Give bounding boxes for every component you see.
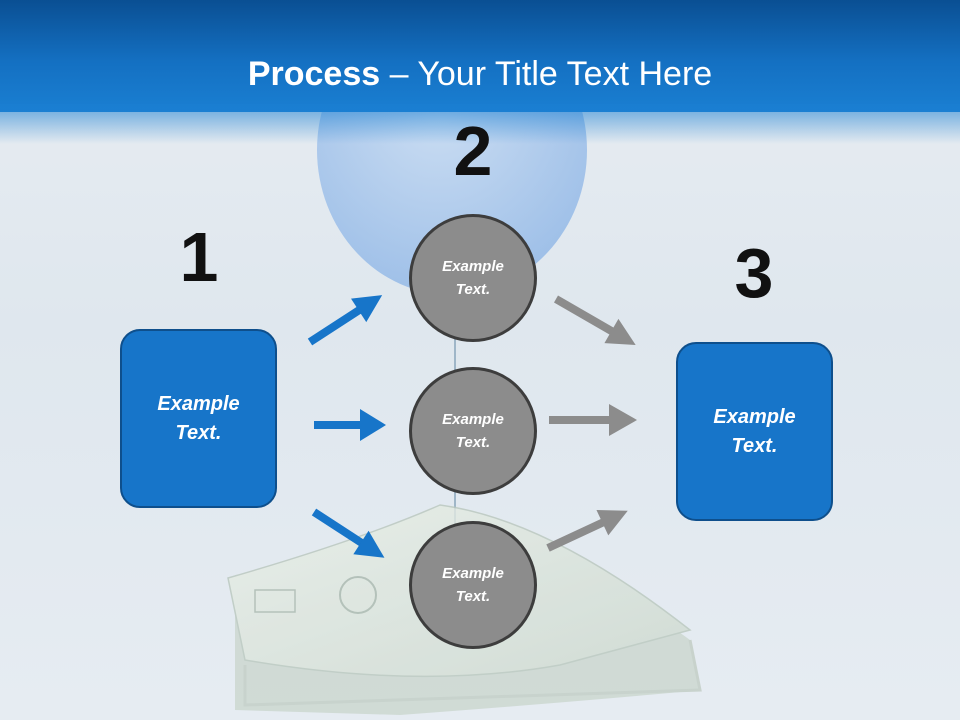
- gray-arrow-right: [549, 404, 637, 436]
- right-box-label: Example Text.: [713, 405, 796, 457]
- circle-label: Example Text.: [442, 411, 504, 451]
- left-process-box: Example Text.: [120, 329, 277, 508]
- blue-arrow-up: [307, 295, 383, 346]
- process-circle-top: Example Text.: [409, 214, 537, 342]
- process-circle-bottom: Example Text.: [409, 521, 537, 649]
- slide-title: Process – Your Title Text Here: [0, 54, 960, 94]
- header-band: [0, 0, 960, 112]
- left-box-label: Example Text.: [157, 392, 240, 444]
- circle-label: Example Text.: [442, 258, 504, 298]
- step-number-3: 3: [734, 234, 774, 312]
- gray-arrow-down: [554, 295, 636, 345]
- process-circle-middle: Example Text.: [409, 367, 537, 495]
- blue-arrow-right: [314, 409, 386, 441]
- header-fade: [0, 104, 960, 144]
- circle-label: Example Text.: [442, 565, 504, 605]
- step-number-2: 2: [453, 112, 493, 190]
- right-process-box: Example Text.: [676, 342, 833, 521]
- gray-arrow-up: [546, 509, 628, 552]
- title-bold: Process: [247, 55, 381, 93]
- blue-arrow-down: [311, 508, 385, 558]
- step-number-1: 1: [179, 218, 219, 296]
- title-rest: – Your Title Text Here: [380, 55, 713, 93]
